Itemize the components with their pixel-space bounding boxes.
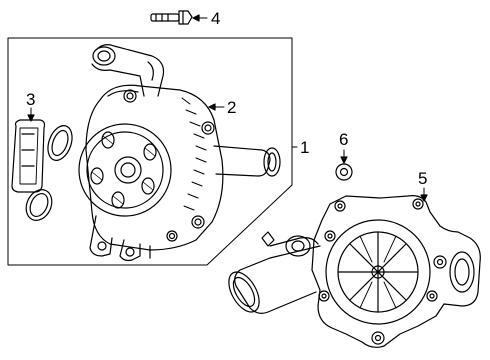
arrow-2 — [208, 103, 225, 111]
water-pump-part — [78, 44, 281, 262]
assembly-box — [7, 37, 293, 266]
bolt-part — [150, 10, 193, 25]
arrow-6 — [340, 149, 348, 164]
oring-lower — [25, 189, 53, 221]
arrow-3 — [27, 107, 35, 122]
callout-6: 6 — [339, 130, 349, 149]
callout-3: 3 — [26, 90, 36, 109]
arrow-4 — [192, 14, 208, 22]
callout-4: 4 — [211, 9, 221, 28]
arrow-5 — [420, 187, 428, 202]
callout-5: 5 — [418, 169, 428, 188]
gasket-part — [11, 119, 46, 193]
oring-upper — [47, 125, 73, 161]
thermostat-housing-part — [228, 195, 481, 348]
callout-2: 2 — [227, 98, 237, 117]
seal-part — [335, 163, 353, 181]
callout-1: 1 — [300, 138, 310, 157]
